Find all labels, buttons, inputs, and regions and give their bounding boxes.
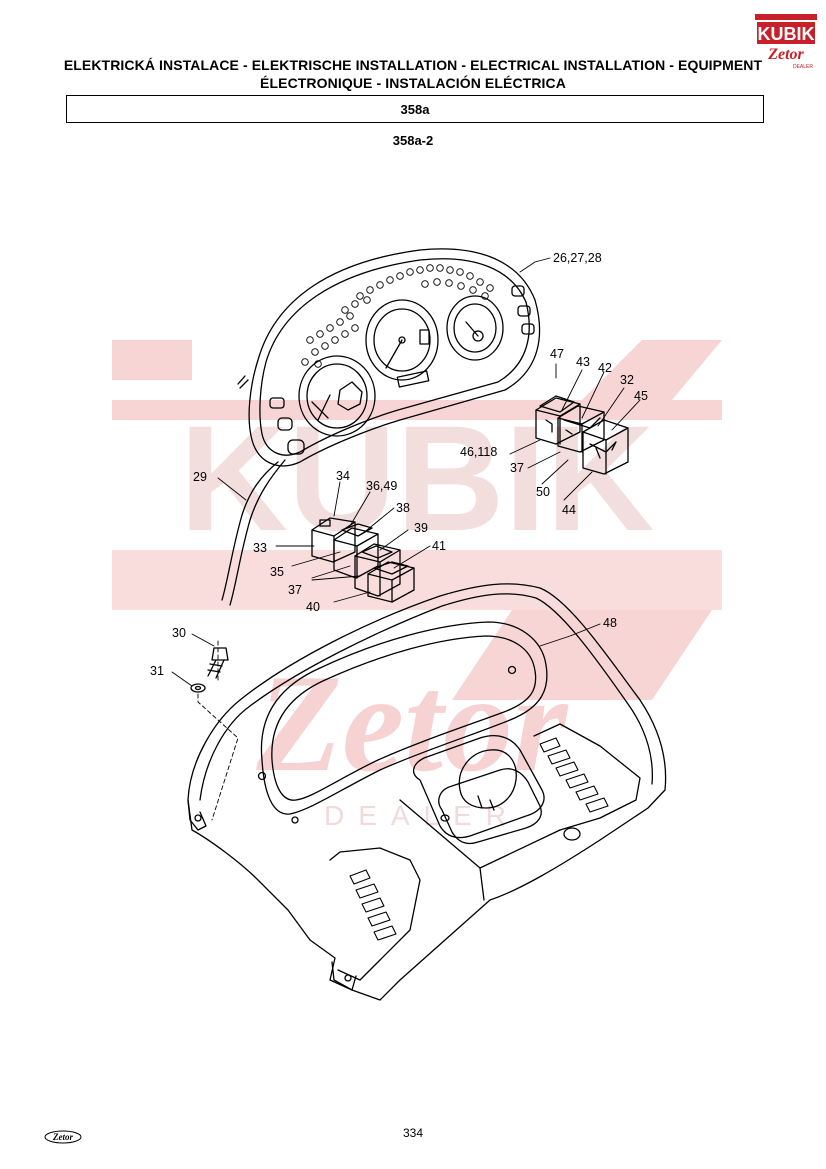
callout-46-118: 46,118 [460,445,497,459]
callout-44: 44 [562,503,576,517]
callout-39: 39 [414,521,428,535]
callout-47: 47 [550,347,564,361]
callout-38: 38 [396,501,410,515]
callout-42: 42 [598,361,612,375]
watermark-tagline-text: DEALER [324,800,520,831]
callout-35: 35 [270,565,284,579]
instrument-cluster [237,248,541,467]
logo-tagline-text: DEALER [793,64,813,70]
page-title: ELEKTRICKÁ INSTALACE - ELEKTRISCHE INSTA… [40,56,786,92]
callout-32: 32 [620,373,634,387]
callout-41: 41 [432,539,446,553]
callout-37-left: 37 [288,583,302,597]
dashboard-cover [187,583,667,1001]
callout-30: 30 [172,626,186,640]
title-line-1: ELEKTRICKÁ INSTALACE - ELEKTRISCHE INSTA… [63,57,763,73]
callout-40: 40 [306,600,320,614]
sub-section-code: 358a-2 [392,133,434,148]
wire-harness [221,459,286,606]
callout-29: 29 [193,470,207,484]
footer-logo-text: Zetor [52,1132,73,1142]
logo-brand-text: KUBIK [758,24,815,44]
callout-50: 50 [536,485,550,499]
switch-group-right [535,395,629,475]
switch-group-left [311,517,415,603]
callout-37-right: 37 [510,461,524,475]
callout-45: 45 [634,389,648,403]
kubik-zetor-logo: KUBIK Zetor DEALER [755,14,817,70]
callout-26-27-28: 26,27,28 [553,251,602,265]
callout-33: 33 [253,541,267,555]
zetor-footer-logo: Zetor [44,1130,82,1144]
callout-34: 34 [336,469,350,483]
page-number: 334 [402,1126,424,1140]
callout-31: 31 [150,664,164,678]
logo-sub-brand-text: Zetor [767,46,804,63]
section-code-box: 358a [66,95,764,123]
callout-36-49: 36,49 [366,479,397,493]
callout-43: 43 [576,355,590,369]
callout-48: 48 [603,616,617,630]
bolt-and-washer [190,639,239,821]
title-line-2: ÉLECTRONIQUE - INSTALACIÓN ELÉCTRICA [260,75,566,91]
